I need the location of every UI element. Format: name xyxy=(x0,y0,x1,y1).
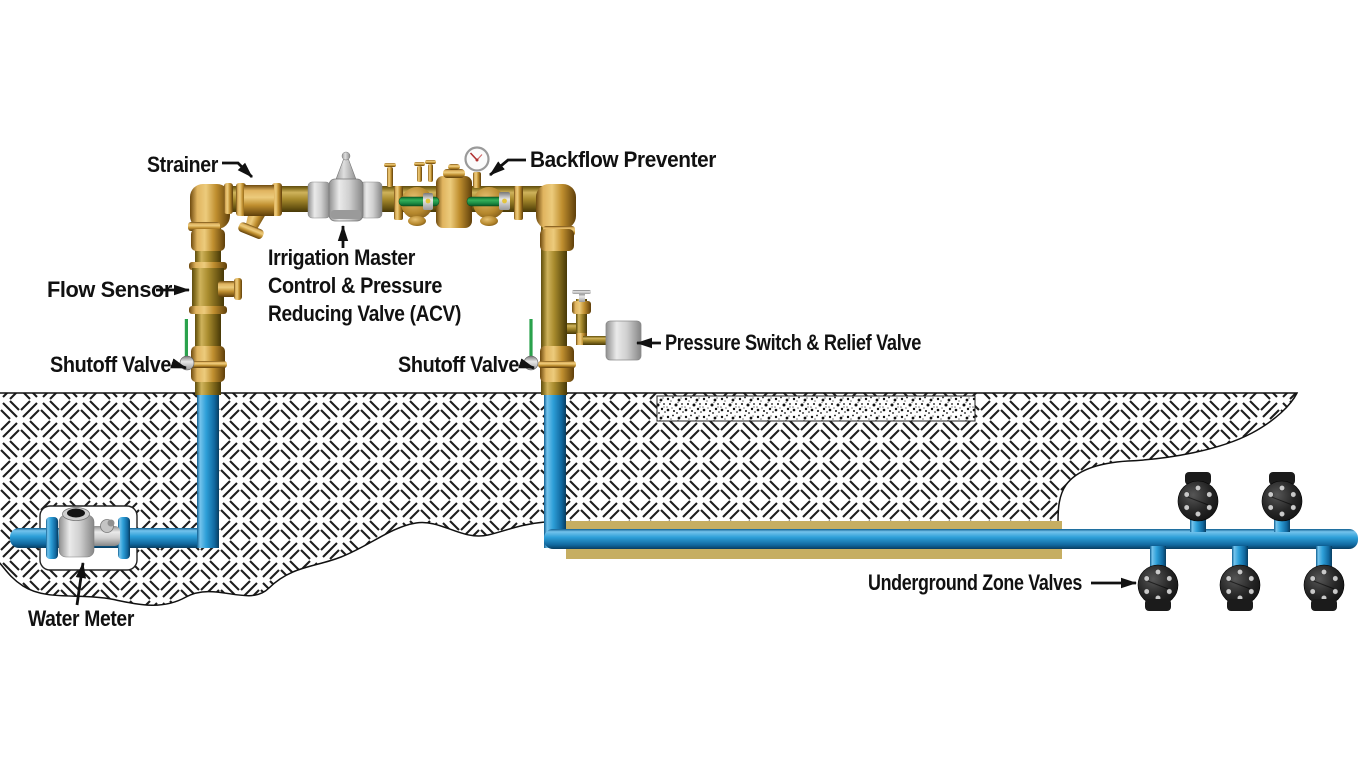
test-cock xyxy=(384,163,396,187)
label-backflow-preventer: Backflow Preventer xyxy=(489,147,717,177)
water-meter-label: Water Meter xyxy=(28,606,135,631)
master-control-valve xyxy=(307,151,383,222)
zone-valve xyxy=(1137,546,1179,611)
label-water-meter: Water Meter xyxy=(28,562,135,631)
flow-sensor-label: Flow Sensor xyxy=(47,277,173,302)
label-master-valve: Irrigation Master Control & Pressure Red… xyxy=(268,225,461,326)
mainline-pipe xyxy=(544,529,1358,549)
meter-flange-right xyxy=(118,517,130,559)
test-cock xyxy=(425,160,436,182)
meter-connector xyxy=(90,526,120,546)
test-cock xyxy=(414,162,425,182)
backflow-preventer-label: Backflow Preventer xyxy=(530,147,717,172)
prv-cone-tip xyxy=(341,151,351,161)
coupling-left-riser xyxy=(191,229,225,251)
strainer-arrow xyxy=(222,161,253,178)
valve-handle-wand xyxy=(529,319,533,359)
strainer xyxy=(236,183,282,239)
relief-valve xyxy=(572,290,591,314)
zone-valve xyxy=(1219,546,1261,611)
meter-register xyxy=(67,508,85,518)
shutoff-valve-right-label: Shutoff Valve xyxy=(398,352,519,377)
prv-cone xyxy=(334,157,358,183)
pressure-switch-label: Pressure Switch & Relief Valve xyxy=(665,330,921,355)
meter-flange-left xyxy=(46,517,58,559)
master-valve-label-line3: Reducing Valve (ACV) xyxy=(268,301,461,326)
water-meter xyxy=(46,507,130,559)
meter-side-port-cap xyxy=(107,519,115,527)
zone-valve xyxy=(1177,472,1219,532)
flow-sensor-port xyxy=(218,281,236,297)
shutoff-valve-left-label: Shutoff Valve xyxy=(50,352,171,377)
master-valve-label-line2: Control & Pressure xyxy=(268,273,442,298)
ground-hatch-area xyxy=(0,392,1299,606)
flow-sensor xyxy=(189,262,242,314)
zone-valves-label: Underground Zone Valves xyxy=(868,570,1082,595)
coupling-right-riser xyxy=(540,229,574,251)
pressure-gauge xyxy=(464,146,490,188)
elbow-top-left xyxy=(188,183,233,231)
pressure-switch-assembly xyxy=(567,290,642,361)
backflow-preventer xyxy=(384,146,523,228)
gravel-patch xyxy=(656,395,976,422)
master-valve-label-line1: Irrigation Master xyxy=(268,245,416,270)
shutoff-left-arrow xyxy=(170,358,187,370)
ground-soil xyxy=(0,392,1299,606)
water-meter-arrow xyxy=(75,562,87,606)
labels: Strainer Backflow Preventer Irrigation M… xyxy=(28,147,1137,631)
label-strainer: Strainer xyxy=(147,152,253,178)
zone-valve xyxy=(1303,546,1345,611)
right-riser-underground xyxy=(544,390,566,548)
meter-body xyxy=(58,514,95,558)
left-riser-underground xyxy=(197,390,219,548)
bfp-central-body xyxy=(436,176,472,228)
label-shutoff-valve-left: Shutoff Valve xyxy=(50,352,187,377)
strainer-label: Strainer xyxy=(147,152,219,177)
label-shutoff-valve-right: Shutoff Valve xyxy=(398,352,535,377)
flow-sensor-port-cap xyxy=(234,278,242,300)
label-zone-valves: Underground Zone Valves xyxy=(868,570,1137,595)
valve-handle-wand xyxy=(184,319,188,359)
zone-valve xyxy=(1261,472,1303,532)
label-pressure-switch: Pressure Switch & Relief Valve xyxy=(636,330,922,355)
pressure-switch-box xyxy=(605,320,642,361)
label-flow-sensor: Flow Sensor xyxy=(47,277,190,302)
backflow-arrow xyxy=(489,158,526,177)
zone-valves-manifold xyxy=(1137,472,1345,611)
shutoff-right-arrow xyxy=(518,358,535,370)
